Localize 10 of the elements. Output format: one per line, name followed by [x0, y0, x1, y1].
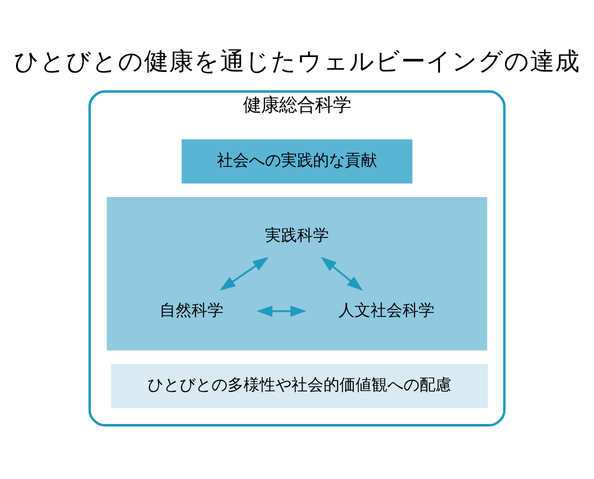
node-text: 実践科学 [265, 224, 329, 244]
arrow [220, 256, 269, 290]
node-text: 人文社会科学 [338, 300, 435, 319]
arrow [320, 256, 363, 290]
arrow [256, 305, 306, 316]
node-text: 自然科学 [159, 300, 224, 319]
diagram-title: ひとびとの健康を通じたウェルビーイングの達成 [14, 46, 580, 75]
cluster [106, 196, 488, 350]
node-box: 社会への実践的な貢献 [182, 138, 412, 184]
node-box: ひとびとの多様性や社会的価値観への配慮 [111, 363, 488, 408]
